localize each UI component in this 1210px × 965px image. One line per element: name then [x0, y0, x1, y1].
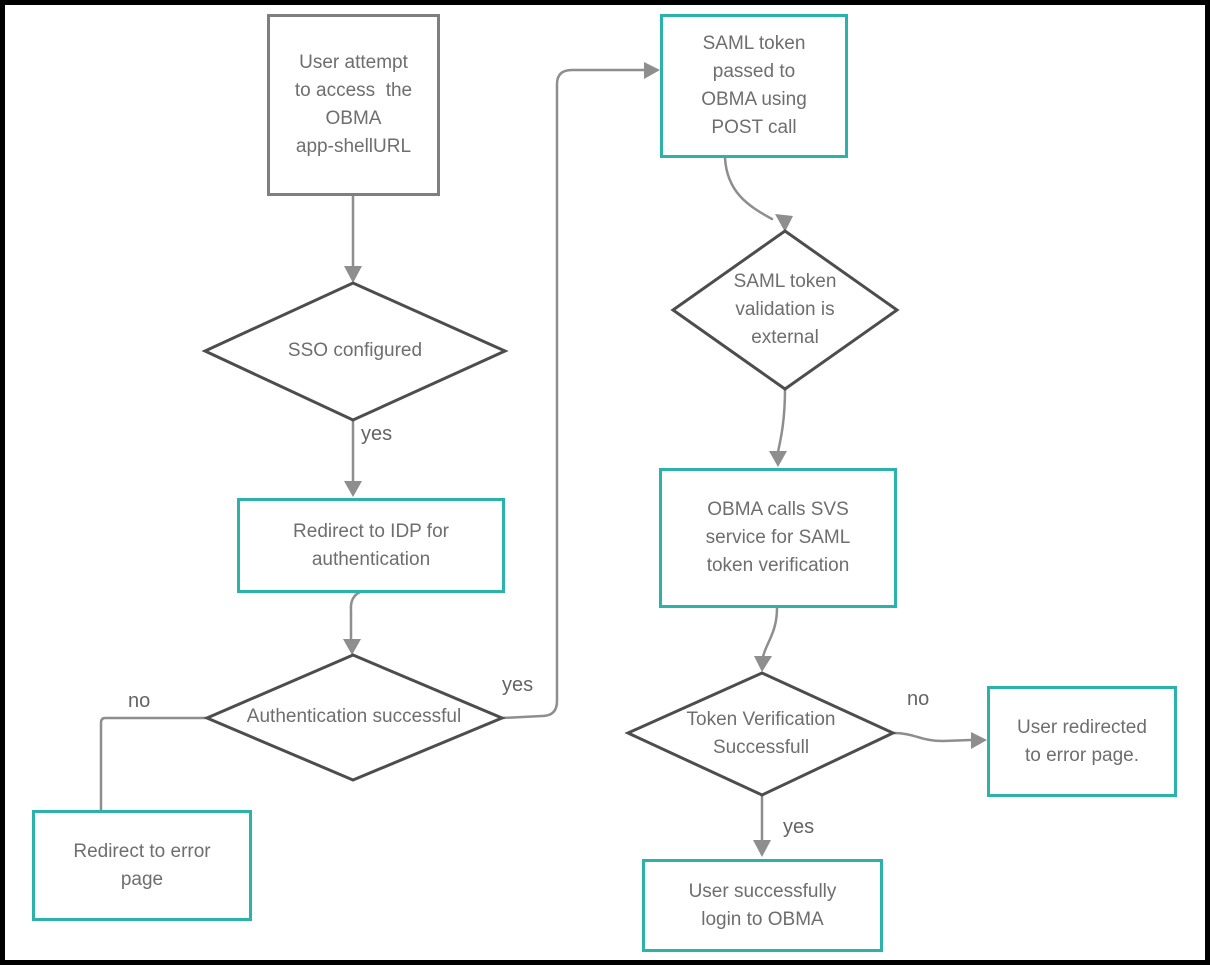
decision-auth-successful-shape	[203, 653, 506, 782]
decision-auth-successful-label: Authentication successful	[246, 706, 462, 727]
arrowhead-icon	[344, 481, 362, 497]
edge-auth-yes-to-saml	[500, 68, 646, 720]
node-obma-svs: OBMA calls SVS service for SAML token ve…	[659, 468, 897, 608]
arrowhead-icon	[971, 732, 987, 749]
edge-validation-to-svs	[776, 387, 787, 454]
decision-saml-validation-shape	[670, 229, 900, 391]
arrowhead-icon	[343, 639, 361, 655]
node-saml-token-post: SAML token passed to OBMA using POST cal…	[660, 14, 848, 158]
decision-sso-configured-label: SSO configured	[287, 340, 423, 361]
arrowhead-icon	[769, 451, 787, 467]
arrowhead-icon	[775, 214, 793, 232]
node-redirect-idp: Redirect to IDP for authentication	[237, 498, 505, 593]
arrowhead-icon	[754, 656, 772, 672]
node-redirect-error: Redirect to error page	[32, 810, 252, 921]
edge-idp-to-auth	[349, 590, 362, 643]
node-user-attempt: User attempt to access the OBMA app-shel…	[267, 14, 440, 196]
decision-saml-validation-label: SAML token validation is external	[733, 271, 837, 348]
edge-label-auth-no: no	[128, 690, 151, 712]
edge-label-sso-yes: yes	[361, 423, 393, 445]
edge-label-auth-yes: yes	[502, 674, 534, 696]
node-user-login: User successfully login to OBMA	[642, 859, 883, 952]
edge-label-token-yes: yes	[783, 816, 815, 838]
node-user-redirected-error: User redirected to error page.	[987, 686, 1177, 797]
edge-label-token-no: no	[907, 688, 930, 710]
arrowhead-icon	[753, 840, 771, 857]
edge-svs-to-token-verification	[761, 606, 779, 659]
decision-sso-configured-shape	[201, 281, 509, 422]
edge-auth-no-to-error	[99, 716, 209, 812]
decision-token-verification-shape	[624, 671, 897, 797]
edge-token-no-to-error	[891, 731, 973, 743]
arrowhead-icon	[344, 266, 362, 283]
decision-token-verification-label: Token Verification Successfull	[686, 709, 836, 758]
edge-saml-to-validation	[723, 156, 774, 221]
arrowhead-icon	[644, 62, 660, 79]
